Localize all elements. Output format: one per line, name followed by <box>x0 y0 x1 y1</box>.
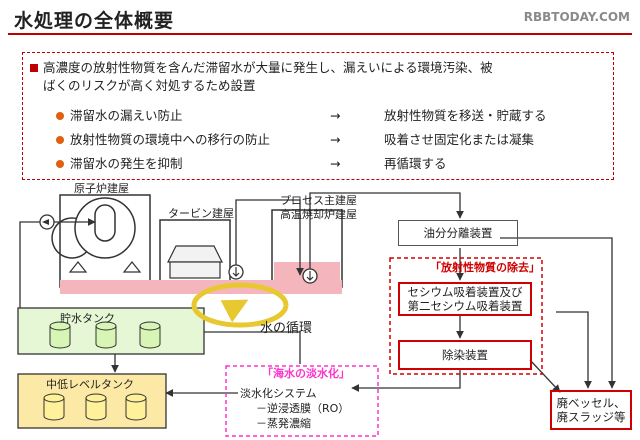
radioactive-removal-region <box>389 257 543 375</box>
pump-arrow-icon <box>306 271 314 281</box>
waste-arrow <box>556 311 592 389</box>
flow-arrow <box>351 370 461 392</box>
summary-item-measure: 吸着させ固定化または凝集 <box>384 132 535 147</box>
turbine-base-icon <box>169 261 221 279</box>
reactor-building-label: 原子炉建屋 <box>74 182 129 195</box>
summary-intro-line2: ばくのリスクが高く対処するため設置 <box>43 78 256 93</box>
summary-item-measure: 再循環する <box>384 156 447 171</box>
summary-item-measure: 放射性物質を移送・貯蔵する <box>384 108 547 123</box>
desalination-system-label: 淡水化システム <box>240 387 317 400</box>
turbine-building-label: タービン建屋 <box>168 207 234 220</box>
evaporative-concentration-label: －蒸発濃縮 <box>256 417 311 430</box>
summary-item-arrow: → <box>330 132 341 147</box>
summary-item-arrow: → <box>330 156 341 171</box>
cycle-arrow-icon <box>220 299 249 323</box>
waste-box: 廃ベッセル、 廃スラッジ等 <box>550 390 632 430</box>
summary-item-issue: 滞留水の漏えい防止 <box>56 108 183 124</box>
square-bullet-icon <box>30 64 38 72</box>
turbine-icon <box>167 245 223 263</box>
summary-box <box>22 52 614 180</box>
desalination-title: 「海水の淡水化」 <box>262 367 350 380</box>
waste-arrow <box>500 237 616 389</box>
reactor-support-icon <box>68 261 88 273</box>
desalination-region <box>225 365 379 437</box>
summary-item-issue: 滞留水の発生を抑制 <box>56 156 183 172</box>
process-building-label-2: 高温焼却炉建屋 <box>280 208 357 221</box>
summary-item-issue: 放射性物質の環境中への移行の防止 <box>56 132 270 148</box>
cesium-adsorption-box: セシウム吸着装置及び 第二セシウム吸着装置 <box>398 282 532 316</box>
reverse-osmosis-label: －逆浸透膜（RO） <box>256 402 350 415</box>
process-building-label-1: プロセス主建屋 <box>280 194 357 207</box>
reactor-support-icon <box>122 261 142 273</box>
decontamination-box: 除染装置 <box>398 340 532 370</box>
water-cycle-ring <box>191 282 289 328</box>
tank-icon <box>95 326 117 349</box>
return-arrow <box>179 328 301 364</box>
oil-separator-box: 油分分離装置 <box>398 220 518 246</box>
dot-bullet-icon <box>56 160 64 168</box>
transfer-pipe <box>235 199 304 276</box>
page-title: 水処理の全体概要 <box>14 10 175 32</box>
watermark-text: RBBTODAY.COM <box>523 10 630 24</box>
waste-arrow <box>529 359 561 393</box>
title-underline <box>8 33 632 35</box>
tank-icon <box>85 398 107 421</box>
reactor-core-icon <box>94 204 116 242</box>
transfer-pipe <box>309 192 464 269</box>
tank-icon <box>125 398 147 421</box>
injection-pipe <box>19 221 40 300</box>
storage-tank-label: 貯水タンク <box>60 312 115 325</box>
pump-arrow-icon <box>232 267 240 277</box>
radioactive-removal-title: 「放射性物質の除去」 <box>430 261 540 274</box>
reactor-vessel-icon <box>51 217 93 259</box>
pump-arrow-icon <box>42 219 49 225</box>
tank-icon <box>139 326 161 349</box>
tank-icon <box>43 398 65 421</box>
dot-bullet-icon <box>56 136 64 144</box>
mid-low-tank-label: 中低レベルタンク <box>46 378 134 391</box>
water-cycle-label: 水の循環 <box>260 321 313 336</box>
summary-item-arrow: → <box>330 108 341 123</box>
tank-icon <box>49 326 71 349</box>
summary-intro-line1: 高濃度の放射性物質を含んだ滞留水が大量に発生し、漏えいによる環境汚染、被 <box>30 60 493 76</box>
dot-bullet-icon <box>56 112 64 120</box>
